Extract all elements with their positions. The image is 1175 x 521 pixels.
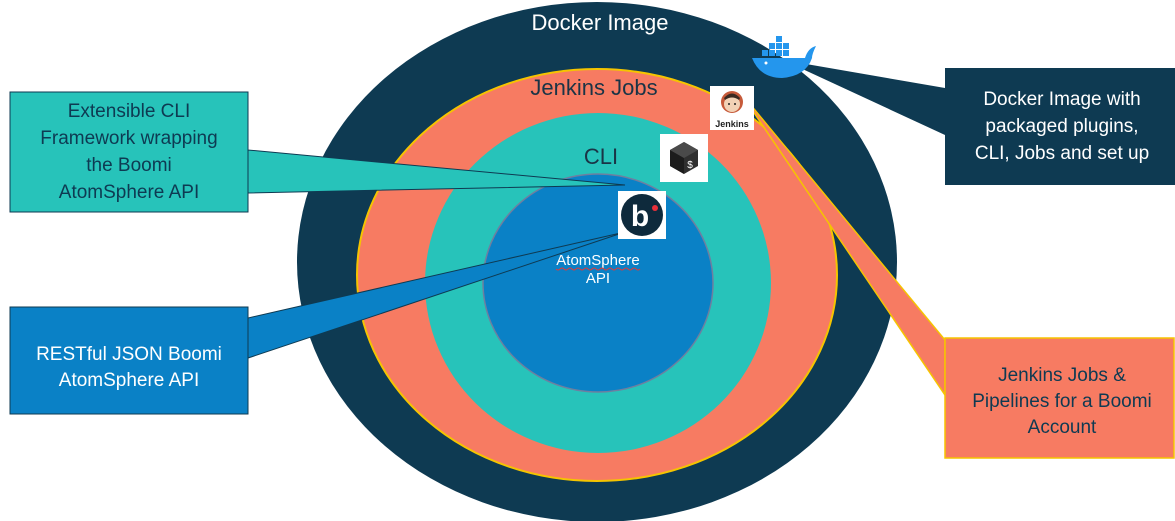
jenkins-jobs-line-1: Jenkins Jobs & bbox=[998, 365, 1126, 386]
boomi-logo-glyph: b bbox=[631, 200, 649, 233]
terminal-icon: $ bbox=[660, 134, 708, 182]
cli-label: CLI bbox=[584, 144, 618, 169]
jenkins-jobs-box bbox=[944, 337, 1175, 459]
docker-whale-icon bbox=[752, 36, 816, 78]
atomsphere-api-label-line2: API bbox=[586, 270, 610, 287]
docker-image-callout: Docker Image with packaged plugins, CLI,… bbox=[945, 68, 1175, 185]
docker-image-line-3: CLI, Jobs and set up bbox=[975, 143, 1149, 164]
restful-api-line-2: AtomSphere API bbox=[59, 370, 199, 391]
docker-image-box bbox=[945, 68, 1175, 185]
restful-api-line-1: RESTful JSON Boomi bbox=[36, 344, 222, 365]
atomsphere-api-label-line1: AtomSphere bbox=[556, 252, 639, 269]
jenkins-jobs-callout: Jenkins Jobs & Pipelines for a Boomi Acc… bbox=[944, 337, 1175, 459]
spellcheck-underline bbox=[555, 267, 641, 271]
docker-image-pointer bbox=[783, 60, 945, 135]
boomi-logo-icon: b bbox=[618, 191, 666, 239]
cli-framework-callout: Extensible CLI Framework wrapping the Bo… bbox=[9, 91, 249, 213]
restful-api-box bbox=[9, 306, 249, 415]
cli-framework-line-3: the Boomi bbox=[86, 155, 172, 176]
cli-framework-line-2: Framework wrapping bbox=[40, 128, 217, 149]
jenkins-butler-icon: Jenkins bbox=[710, 86, 754, 130]
cli-framework-line-4: AtomSphere API bbox=[59, 182, 199, 203]
docker-image-label: Docker Image bbox=[532, 10, 669, 35]
terminal-prompt-glyph: $ bbox=[687, 160, 693, 171]
cli-framework-line-1: Extensible CLI bbox=[68, 101, 191, 122]
jenkins-icon-caption: Jenkins bbox=[715, 119, 749, 129]
docker-image-line-2: packaged plugins, bbox=[985, 116, 1138, 137]
cli-framework-box bbox=[9, 91, 249, 213]
restful-api-callout: RESTful JSON Boomi AtomSphere API bbox=[9, 306, 249, 415]
docker-image-line-1: Docker Image with bbox=[983, 89, 1140, 110]
jenkins-jobs-line-2: Pipelines for a Boomi bbox=[972, 391, 1152, 412]
jenkins-jobs-label: Jenkins Jobs bbox=[530, 75, 657, 100]
jenkins-jobs-line-3: Account bbox=[1028, 417, 1097, 438]
